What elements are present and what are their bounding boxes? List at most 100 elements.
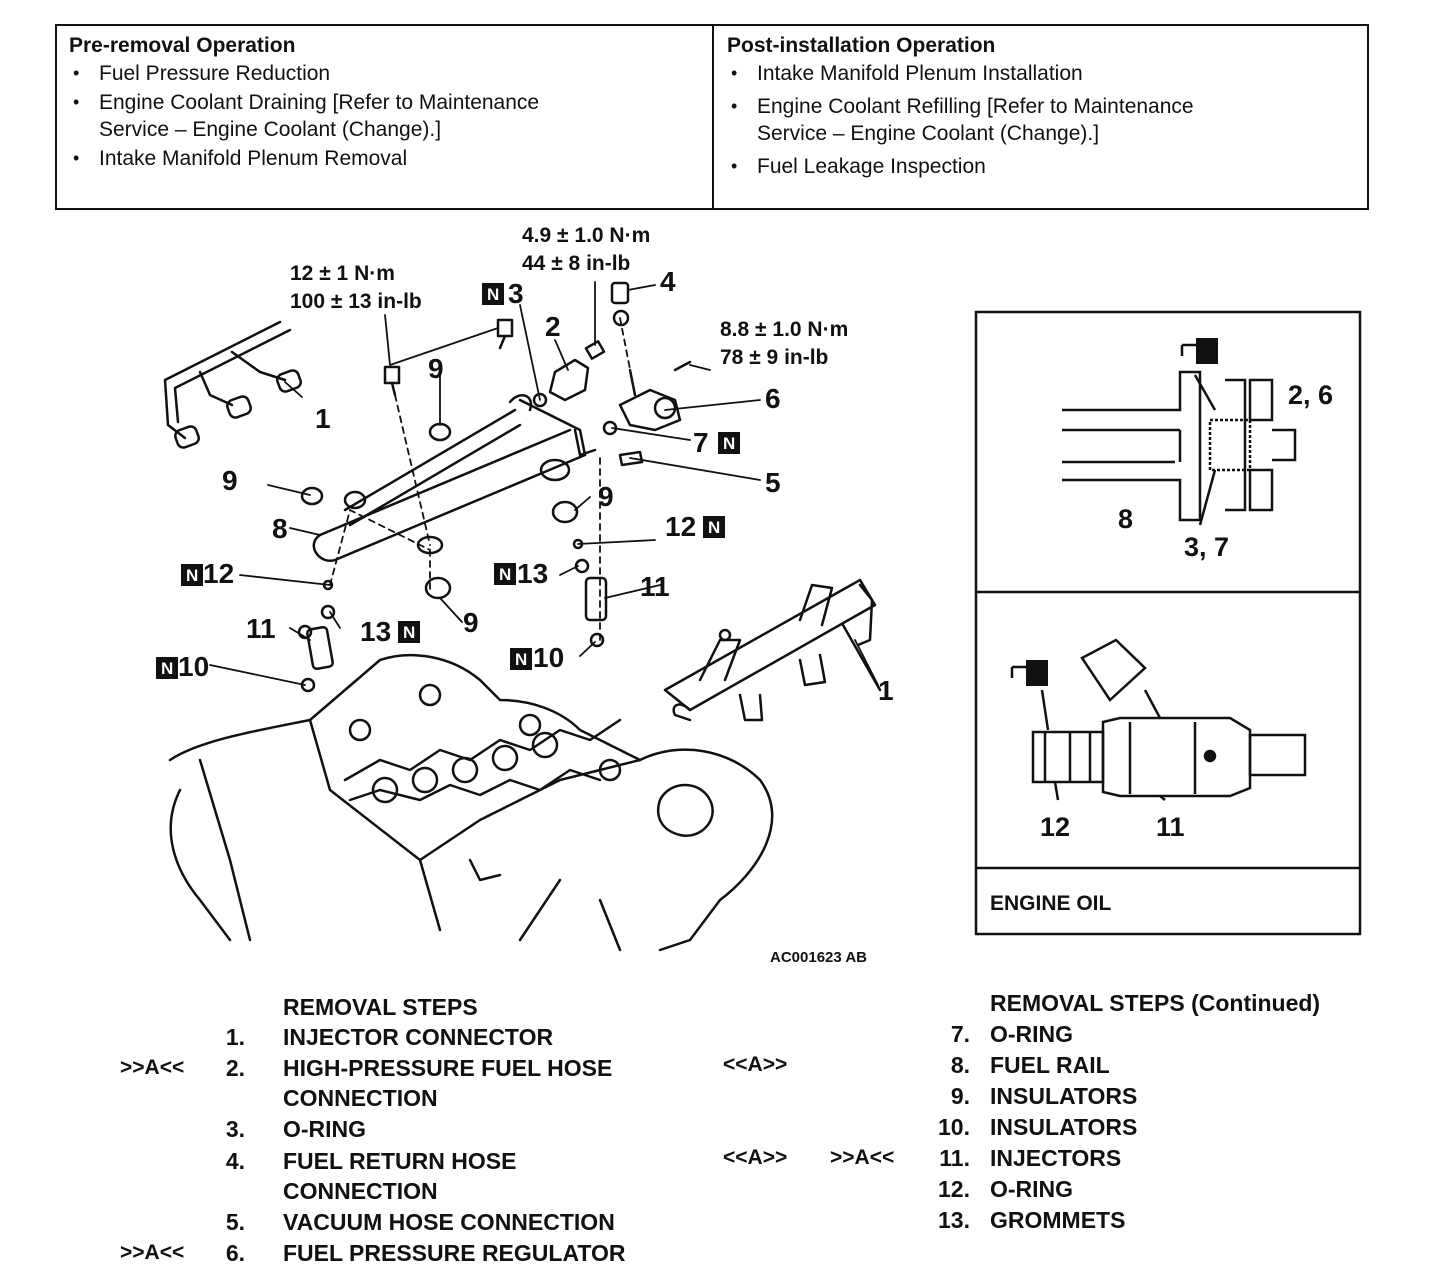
pre-removal-item: Intake Manifold Plenum Removal (69, 145, 699, 172)
callout-6: 6 (765, 383, 781, 414)
step-text: INJECTOR CONNECTOR (283, 1024, 554, 1050)
callout-9: 9 (428, 353, 444, 384)
step-number: 1. (225, 1024, 245, 1050)
step-number: 2. (225, 1055, 245, 1081)
removal-step-row: 4. FUEL RETURN HOSE CONNECTION (100, 1146, 720, 1206)
injector-detail-drawing (1031, 638, 1307, 801)
torque-spec-2-inlb: 44 ± 8 in-lb (522, 252, 630, 275)
injector-middle-drawing (572, 538, 608, 648)
removal-step-row: 12. O-RING (715, 1174, 1415, 1204)
fuel-pressure-regulator-drawing (532, 281, 692, 467)
callout-9: 9 (222, 465, 238, 496)
callout-9: 9 (463, 607, 479, 638)
callout-2: 2 (545, 311, 561, 342)
detail-label-8: 8 (1118, 504, 1133, 534)
post-installation-item: Engine Coolant Refilling [Refer to Maint… (727, 93, 1357, 147)
wiring-harness-drawing (163, 320, 302, 449)
torque-spec-1-nm: 12 ± 1 N·m (290, 262, 395, 285)
fuel-rail-drawing (312, 394, 597, 563)
pre-removal-item: Fuel Pressure Reduction (69, 60, 699, 87)
step-mark: <<A>> (723, 1146, 788, 1169)
removal-steps-continued-title: REMOVAL STEPS (Continued) (990, 990, 1321, 1016)
step-text: O-RING (990, 1021, 1074, 1047)
removal-step-row: 1. INJECTOR CONNECTOR (100, 1022, 720, 1052)
removal-step-row: 7. O-RING (715, 1019, 1415, 1049)
callout-10: 10 (533, 642, 564, 673)
step-number: 13. (938, 1207, 970, 1233)
removal-step-row: 13. GROMMETS (715, 1205, 1415, 1235)
post-installation-item: Fuel Leakage Inspection (727, 153, 1357, 180)
step-number: 6. (225, 1240, 245, 1266)
callout-1-assembled: 1 (878, 675, 894, 706)
step-number: 3. (225, 1116, 245, 1142)
fuel-rail-assembled-drawing (663, 578, 882, 722)
step-number: 11. (939, 1145, 970, 1171)
removal-step-row: 5. VACUUM HOSE CONNECTION (100, 1207, 720, 1237)
torque-spec-1-inlb: 100 ± 13 in-lb (290, 290, 422, 313)
step-number: 7. (950, 1021, 970, 1047)
new-part-badge-text: N (499, 565, 511, 584)
leader-lines (209, 281, 879, 686)
callout-1: 1 (315, 403, 331, 434)
new-part-badge (510, 648, 532, 670)
step-number: 9. (950, 1083, 970, 1109)
callout-3: 3 (508, 278, 524, 309)
callout-7: 7 (693, 427, 709, 458)
new-part-badge-text: N (186, 566, 198, 585)
callout-8: 8 (272, 513, 288, 544)
removal-step-row: <<A>> 8. FUEL RAIL (715, 1050, 1415, 1080)
step-text: INSULATORS (990, 1114, 1138, 1140)
step-number: 8. (950, 1052, 970, 1078)
step-text: HIGH-PRESSURE FUEL HOSE CONNECTION (283, 1055, 613, 1111)
new-part-badge (398, 621, 420, 643)
new-part-badge-text: N (161, 659, 173, 678)
callout-13: 13 (517, 558, 548, 589)
figure-code: AC001623 AB (770, 949, 867, 966)
torque-spec-3-nm: 8.8 ± 1.0 N·m (720, 318, 848, 341)
callout-11: 11 (640, 571, 670, 602)
new-part-badge (181, 564, 203, 586)
new-part-badge (156, 657, 178, 679)
injector-left-drawing (297, 486, 579, 693)
new-part-badge-text: N (708, 518, 720, 537)
new-part-badge (718, 432, 740, 454)
new-part-badge (494, 563, 516, 585)
exploded-view-diagram: 12 ± 1 N·m 100 ± 13 in-lb 4.9 ± 1.0 N·m … (156, 224, 1362, 966)
step-text: VACUUM HOSE CONNECTION (283, 1209, 615, 1235)
step-number: 12. (938, 1176, 970, 1202)
post-installation-section: Post-installation Operation Intake Manif… (727, 32, 1357, 186)
callout-10: 10 (178, 651, 209, 682)
step-mark: >>A<< (120, 1241, 185, 1264)
pre-removal-section: Pre-removal Operation Fuel Pressure Redu… (69, 32, 699, 174)
step-text: O-RING (283, 1116, 367, 1142)
new-part-badge (703, 516, 725, 538)
new-part-badge-text: N (515, 650, 527, 669)
step-text: FUEL PRESSURE REGULATOR (283, 1240, 626, 1266)
step-text: GROMMETS (990, 1207, 1126, 1233)
table-divider (712, 26, 714, 208)
removal-step-row: >>A<< 2. HIGH-PRESSURE FUEL HOSE CONNECT… (100, 1053, 720, 1113)
bolts-drawing (383, 318, 514, 397)
callout-12: 12 (203, 558, 234, 589)
new-part-badge (482, 283, 504, 305)
torque-spec-3-inlb: 78 ± 9 in-lb (720, 346, 828, 369)
callout-9: 9 (598, 481, 614, 512)
callout-11: 11 (246, 613, 276, 644)
detail-label-11: 11 (1156, 812, 1185, 842)
removal-step-row: 10. INSULATORS (715, 1112, 1415, 1142)
oil-can-icon (1010, 660, 1048, 686)
torque-spec-2-nm: 4.9 ± 1.0 N·m (522, 224, 650, 247)
detail-label-2-6: 2, 6 (1288, 380, 1333, 410)
detail-label-12: 12 (1040, 812, 1070, 842)
removal-step-row: 3. O-RING (100, 1114, 720, 1144)
pre-removal-title: Pre-removal Operation (69, 34, 296, 57)
step-text: INSULATORS (990, 1083, 1138, 1109)
post-installation-title: Post-installation Operation (727, 34, 996, 57)
engine-oil-caption: ENGINE OIL (990, 892, 1112, 915)
callout-12: 12 (665, 511, 696, 542)
step-number: 4. (225, 1148, 245, 1174)
removal-step-row: 9. INSULATORS (715, 1081, 1415, 1111)
step-mark: >>A<< (120, 1056, 185, 1079)
step-mark: <<A>> (723, 1053, 788, 1076)
step-text: INJECTORS (990, 1145, 1122, 1171)
